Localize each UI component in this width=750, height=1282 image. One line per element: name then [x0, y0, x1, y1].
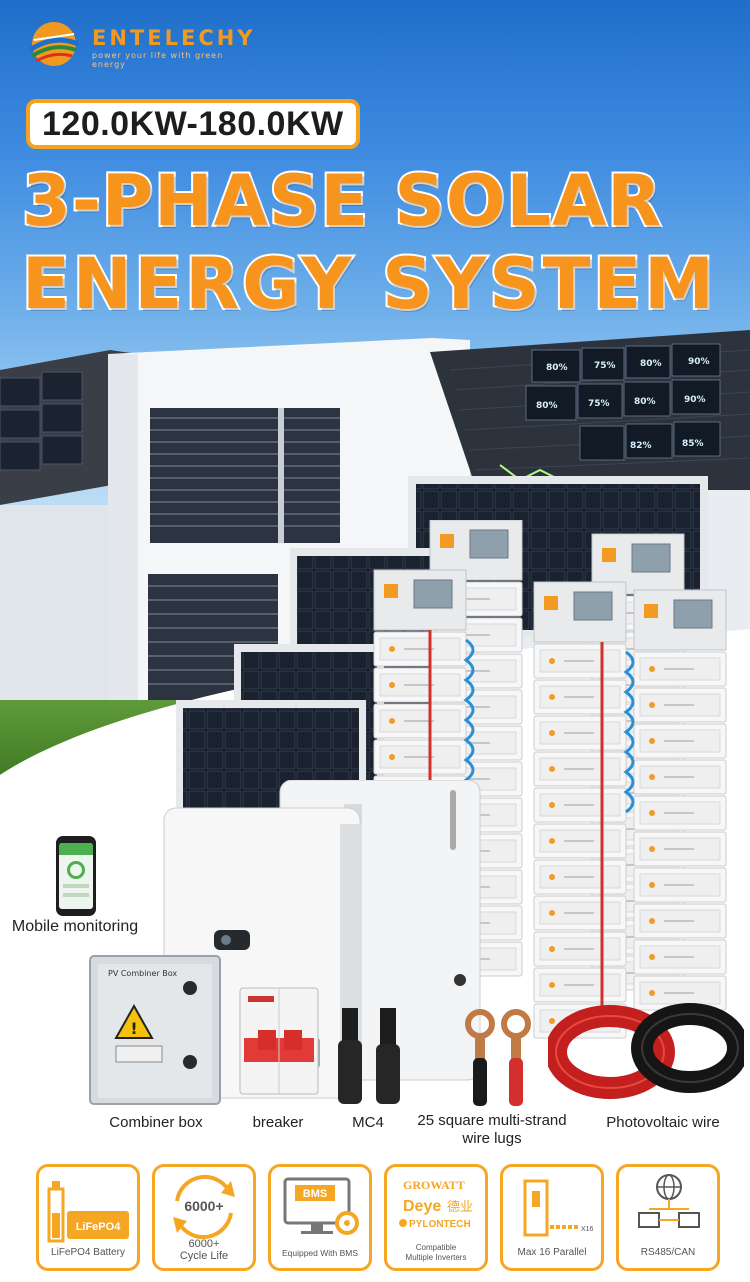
wire-lugs-label-line1: 25 square multi-strand	[417, 1112, 567, 1129]
breaker-illustration	[239, 987, 319, 1095]
logo-sun-icon	[28, 22, 79, 66]
feature-caption: Max 16 Parallel	[517, 1247, 587, 1258]
feature-card-parallel: X16 Max 16 Parallel	[500, 1164, 604, 1271]
brand-tagline: power your life with green energy	[92, 51, 224, 69]
network-icon	[638, 1174, 700, 1228]
battery-chem-label: LiFePO4	[76, 1221, 122, 1233]
parallel-count: X16	[581, 1226, 594, 1233]
panel-readout: 90%	[688, 357, 710, 367]
bms-monitor-icon: BMS	[283, 1177, 359, 1235]
wire-lugs-illustration	[465, 1009, 531, 1106]
feature-caption-line1: 6000+	[188, 1238, 220, 1250]
brand-deye: Deye	[403, 1198, 441, 1215]
brand-growatt: GROWATT	[403, 1178, 465, 1192]
breaker-label: breaker	[252, 1114, 304, 1131]
brand-deye-cn: 德业	[447, 1200, 473, 1215]
pv-wire-label: Photovoltaic wire	[606, 1114, 720, 1131]
feature-caption: 6000+ Cycle Life	[155, 1238, 253, 1262]
brand-name: ENTELECHY	[92, 26, 256, 50]
feature-card-cycle-life: 6000+ 6000+ Cycle Life	[152, 1164, 256, 1271]
pv-wire-illustration	[548, 1003, 744, 1099]
panel-readout: 80%	[634, 397, 656, 407]
headline-line-2: ENERGY SYSTEM	[20, 241, 717, 327]
feature-caption-line1: Compatible	[415, 1243, 457, 1252]
panel-readout: 80%	[546, 363, 568, 373]
battery-icon: LiFePO4	[47, 1181, 129, 1243]
feature-caption: RS485/CAN	[640, 1247, 696, 1258]
parallel-icon: X16	[523, 1179, 594, 1237]
power-range-badge: 120.0KW-180.0KW	[26, 99, 360, 149]
svg-text:!: !	[130, 1019, 137, 1038]
bms-label: BMS	[303, 1188, 327, 1200]
mc4-label: MC4	[352, 1114, 384, 1131]
mobile-monitoring-label: Mobile monitoring	[11, 918, 139, 935]
brand-logo: ENTELECHY power your life with green ene…	[26, 18, 256, 74]
cycle-icon: 6000+	[173, 1174, 235, 1240]
wire-lugs-label: 25 square multi-strand wire lugs	[404, 1112, 580, 1148]
panel-readout: 80%	[536, 401, 558, 411]
panel-readout: 90%	[684, 395, 706, 405]
feature-card-communication: RS485/CAN	[616, 1164, 720, 1271]
mc4-connector-illustration	[338, 1008, 400, 1104]
panel-readout: 85%	[682, 439, 704, 449]
feature-caption-line2: Cycle Life	[179, 1250, 229, 1262]
wire-lugs-label-line2: wire lugs	[462, 1130, 522, 1147]
feature-card-battery: LiFePO4 LiFePO4 Battery	[36, 1164, 140, 1271]
headline-line-1: 3-PHASE SOLAR	[20, 158, 663, 244]
panel-readout: 75%	[594, 361, 616, 371]
panel-readout: 80%	[640, 359, 662, 369]
feature-cards: LiFePO4 LiFePO4 Battery 6000+ 6000+ Cycl…	[36, 1164, 722, 1274]
feature-caption: LiFePO4 Battery	[51, 1247, 125, 1258]
cycle-count: 6000+	[184, 1198, 223, 1214]
feature-caption: Equipped With BMS	[281, 1248, 359, 1258]
panel-readout: 75%	[588, 399, 610, 409]
feature-caption: Compatible Multiple Inverters	[387, 1243, 485, 1263]
panel-readout: 82%	[630, 441, 652, 451]
feature-card-inverters: GROWATT Deye 德业 PYLONTECH Compatible Mul…	[384, 1164, 488, 1271]
feature-card-bms: BMS Equipped With BMS	[268, 1164, 372, 1271]
brand-pylontech: PYLONTECH	[409, 1219, 471, 1230]
combiner-box-plate: PV Combiner Box	[108, 969, 177, 978]
smartphone-icon	[56, 836, 96, 916]
brand-logos-icon: GROWATT Deye 德业 PYLONTECH	[399, 1178, 473, 1230]
combiner-box-illustration: ! PV Combiner Box	[89, 955, 221, 1105]
feature-caption-line2: Multiple Inverters	[405, 1253, 467, 1262]
combiner-box-label: Combiner box	[109, 1114, 203, 1131]
